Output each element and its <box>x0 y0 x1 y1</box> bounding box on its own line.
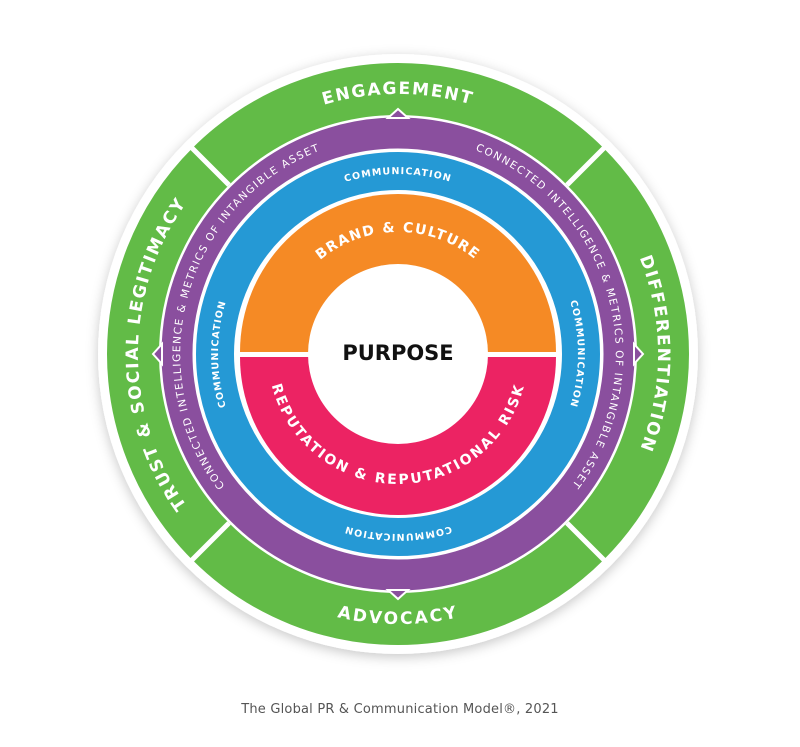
intelligence-ring-band <box>161 117 635 591</box>
pointer-top-icon <box>385 107 411 119</box>
pointer-right-icon <box>633 341 645 367</box>
communication-ring <box>196 152 600 556</box>
caption: The Global PR & Communication Model®, 20… <box>241 702 559 717</box>
outer-ring-divider <box>565 146 606 187</box>
purpose-label: PURPOSE <box>342 341 453 365</box>
outer-ring-divider <box>190 521 231 562</box>
outer-ring-divider <box>190 146 231 187</box>
intelligence-ring <box>151 107 645 601</box>
outer-ring-divider <box>565 521 606 562</box>
center-circle <box>308 264 488 444</box>
outer-ring <box>107 63 689 645</box>
pointer-bottom-icon <box>385 589 411 601</box>
outer-ring-band <box>107 63 689 645</box>
pointer-left-icon <box>151 341 163 367</box>
